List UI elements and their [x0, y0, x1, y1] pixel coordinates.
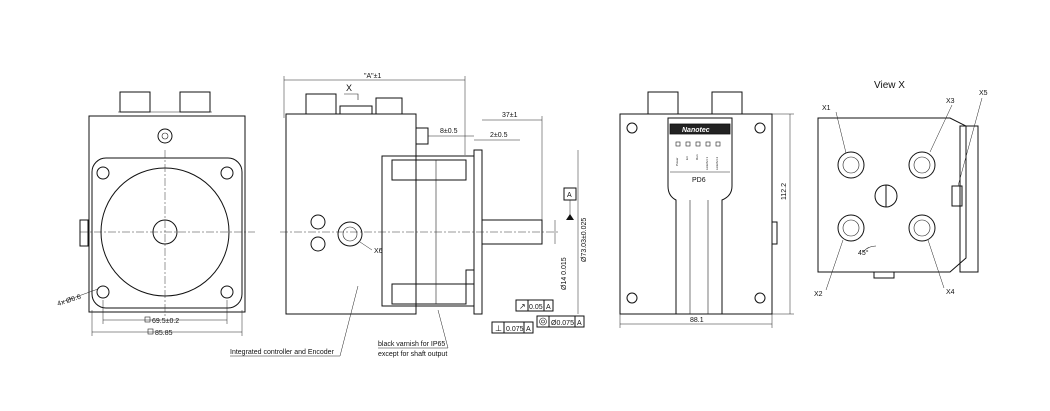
x5-connector [951, 185, 963, 207]
front-view: 4x Ø6.6 69.5±0.2 85.85 [56, 91, 255, 337]
conc-datum: A [577, 320, 582, 327]
shaft-length: 37±1 [502, 112, 518, 119]
front-connector-right [179, 91, 211, 113]
mount-hole-br [220, 285, 234, 299]
hole-label: 4x Ø6.6 [56, 294, 82, 308]
perp-frame: ⊥ 0.075 A [491, 321, 534, 334]
pilot-diameter: Ø73.03±0.025 [581, 218, 588, 262]
datum-label: A [567, 192, 572, 199]
rear-panel [667, 117, 733, 315]
note-controller: Integrated controller and Encoder [230, 349, 335, 356]
view-x-title: View X [874, 80, 905, 91]
collar-offset: 2±0.5 [490, 132, 508, 139]
x3-label: X3 [946, 98, 955, 105]
rear-connector-2 [711, 91, 743, 115]
x2-connector [837, 214, 865, 242]
side-connector-1 [305, 93, 337, 115]
front-flange [91, 157, 243, 309]
runout-datum: A [546, 304, 551, 311]
flange-dim-label: 85.85 [155, 330, 173, 337]
led-label-4: Link/Act 2 [715, 156, 719, 170]
x1-label: X1 [822, 105, 831, 112]
rear-connector-1 [647, 91, 679, 115]
note-varnish-1: black varnish for IP65 [378, 341, 445, 348]
led-label-1: Err [685, 156, 689, 160]
led-label-2: Run [695, 154, 699, 160]
brand-band [669, 123, 731, 135]
mount-hole-tl [96, 166, 110, 180]
x4-label: X4 [946, 289, 955, 296]
view-x: View X X1 X3 X5 X2 X4 45° [814, 80, 988, 298]
view-x-housing [817, 117, 967, 273]
side-connector-2 [375, 97, 403, 115]
x6-label: X6 [374, 248, 383, 255]
x2-label: X2 [814, 291, 823, 298]
flange-offset: 8±0.5 [440, 128, 458, 135]
rear-view: Nanotec Power Err Run Link/Act 1 Link/Ac… [619, 91, 794, 328]
led-label-3: Link/Act 1 [705, 156, 709, 170]
svg-text:↗: ↗ [519, 302, 526, 311]
perp-datum: A [526, 326, 531, 333]
conc-frame: Ø0.075 A [536, 315, 585, 328]
shaft-diameter: Ø14 0.015 [561, 257, 568, 290]
front-connector-left [119, 91, 151, 113]
view-x-marker: X [346, 83, 352, 93]
runout-frame: ↗ 0.05 A [515, 299, 554, 312]
runout-value: 0.05 [529, 304, 543, 311]
x4-connector [908, 214, 936, 242]
bolt-dim-label: 69.5±0.2 [152, 318, 179, 325]
overall-length: "A"±1 [364, 73, 381, 80]
front-housing [88, 115, 246, 313]
rear-height-dim: 112.2 [781, 183, 788, 200]
angle-label: 45° [858, 249, 869, 257]
conc-value: Ø0.075 [551, 320, 574, 327]
brand-label: Nanotec [682, 127, 710, 134]
x6-connector [337, 221, 363, 247]
x3-connector [908, 151, 936, 179]
led-row [675, 141, 721, 147]
mount-hole-bl [96, 285, 110, 299]
model-label: PD6 [692, 177, 706, 184]
mount-hole-tr [220, 166, 234, 180]
svg-text:⊥: ⊥ [495, 324, 502, 333]
front-cable-gland [157, 128, 173, 144]
side-view: "A"±1 X X6 37±1 8±0.5 2±0.5 [230, 73, 588, 358]
led-label-0: Power [675, 157, 679, 166]
rear-width-dim: 88.1 [690, 317, 704, 324]
x5-label: X5 [979, 90, 988, 97]
perp-value: 0.075 [506, 326, 524, 333]
x1-connector [837, 151, 865, 179]
note-varnish-2: except for shaft output [378, 351, 447, 358]
